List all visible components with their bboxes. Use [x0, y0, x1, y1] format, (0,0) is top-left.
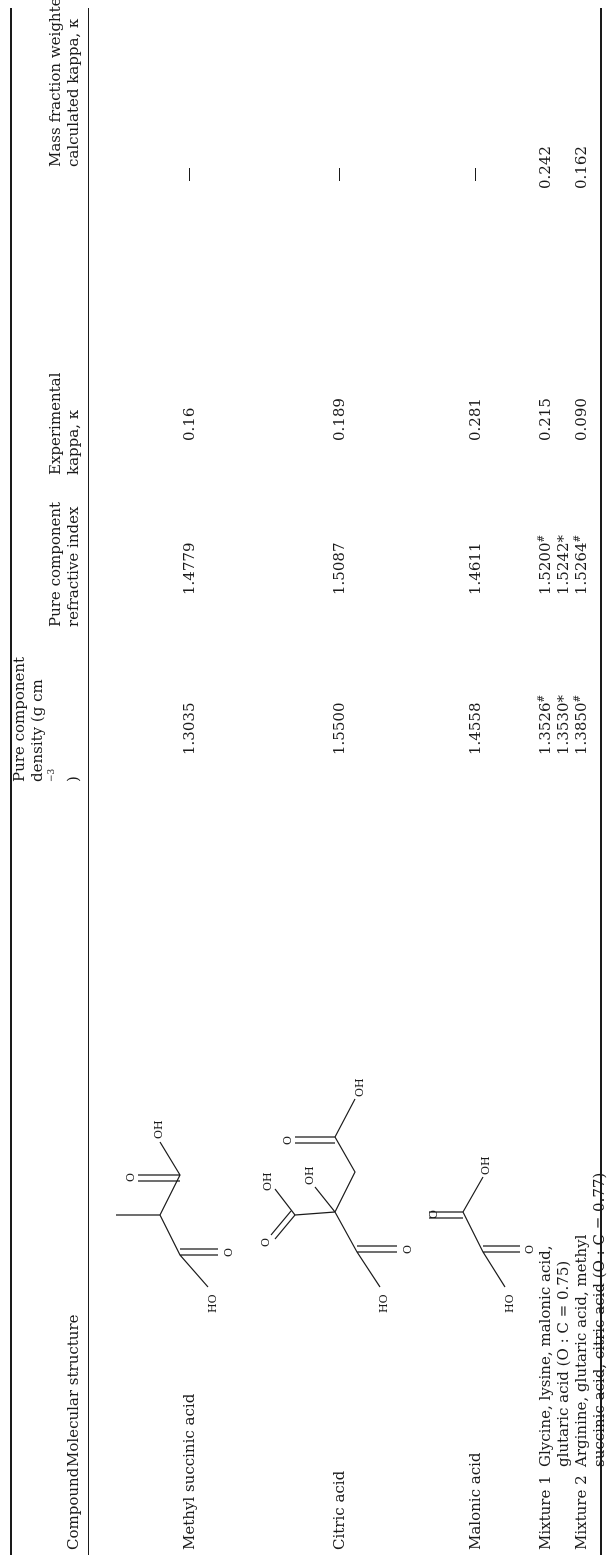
- density-malonic-acid: 1.4558: [466, 702, 484, 756]
- header-density: Pure component density (g cm−3): [10, 656, 82, 782]
- compound-citric-acid: Citric acid: [330, 1470, 348, 1550]
- structure-mixture-1: Glycine, lysine, malonic acid, glutaric …: [536, 1245, 572, 1468]
- header-calculated-kappa: Mass fraction weighted calculated kappa,…: [46, 0, 82, 167]
- kappa-calc-mixture-1: 0.242: [536, 146, 554, 189]
- label-oh: OH: [479, 1156, 492, 1175]
- label-ho: HO: [503, 1294, 516, 1313]
- carboxyl-o-bond-a: [274, 1214, 296, 1240]
- compound-malonic-acid: Malonic acid: [466, 1452, 484, 1551]
- ri-mixture-2: 1.5264#: [572, 534, 590, 595]
- structure-mixture-2: Arginine, glutaric acid, methyl succinic…: [572, 1172, 608, 1467]
- oh-bond-right: [334, 1098, 356, 1138]
- label-o-top: O: [427, 1210, 440, 1219]
- header-refractive-index: Pure component refractive index: [46, 501, 82, 627]
- kappa-calc-mixture-2: 0.162: [572, 146, 590, 189]
- label-o-carboxyl: O: [259, 1238, 272, 1247]
- compound-methyl-succinic-acid: Methyl succinic acid: [180, 1393, 198, 1550]
- kappa-calc-methyl-succinic-acid: [189, 168, 190, 181]
- ri-malonic-acid: 1.4611: [466, 542, 484, 596]
- ri-citric-acid: 1.5087: [330, 542, 348, 596]
- label-o-bottom: O: [222, 1248, 235, 1257]
- hydroxyl-bond: [314, 1186, 336, 1213]
- header-compound: Compound: [64, 1467, 82, 1550]
- label-o-bottom: O: [523, 1245, 535, 1254]
- header-experimental-kappa: Experimental kappa, κ: [46, 372, 82, 475]
- label-o-top: O: [281, 1136, 294, 1145]
- carboxyl-o-bond-b: [270, 1210, 292, 1236]
- kappa-exp-methyl-succinic-acid: 0.16: [180, 407, 198, 441]
- carbon-backbone: [334, 1136, 381, 1288]
- methyl-succinic-acid-structure: HO O O OH: [116, 1120, 235, 1313]
- ri-methyl-succinic-acid: 1.4779: [180, 542, 198, 596]
- carbon-backbone: [462, 1176, 506, 1288]
- malonic-acid-structure: HO O O OH: [427, 1156, 535, 1313]
- kappa-exp-malonic-acid: 0.281: [466, 398, 484, 441]
- label-ho: HO: [377, 1294, 390, 1313]
- carboxyl-bond: [294, 1211, 336, 1216]
- label-ho: HO: [206, 1294, 219, 1313]
- kappa-exp-mixture-2: 0.090: [572, 398, 590, 441]
- citric-acid-structure: HO O O OH OH O OH: [259, 1078, 414, 1313]
- kappa-calc-malonic-acid: [475, 168, 476, 181]
- compound-mixture-1: Mixture 1: [536, 1475, 554, 1550]
- label-oh: OH: [152, 1120, 165, 1139]
- kappa-exp-citric-acid: 0.189: [330, 398, 348, 441]
- kappa-exp-mixture-1: 0.215: [536, 398, 554, 441]
- compound-mixture-2: Mixture 2: [572, 1475, 590, 1550]
- label-oh-right: OH: [353, 1078, 366, 1097]
- carboxyl-oh-bond: [274, 1188, 296, 1216]
- density-mixture-2: 1.3850#: [572, 694, 590, 755]
- density-mixture-1: 1.3526# 1.3530*: [536, 694, 572, 755]
- label-oh-carboxyl: OH: [261, 1172, 274, 1191]
- density-citric-acid: 1.5500: [330, 702, 348, 756]
- ri-mixture-1: 1.5200# 1.5242*: [536, 534, 572, 595]
- label-o-bottom: O: [401, 1245, 414, 1254]
- label-oh-hydroxyl: OH: [303, 1166, 316, 1185]
- density-methyl-succinic-acid: 1.3035: [180, 702, 198, 756]
- carbon-backbone: [159, 1141, 209, 1288]
- label-o-top: O: [124, 1173, 137, 1182]
- kappa-calc-citric-acid: [339, 168, 340, 181]
- table-header-rule: [88, 8, 89, 1555]
- header-structure: Molecular structure: [64, 1314, 82, 1468]
